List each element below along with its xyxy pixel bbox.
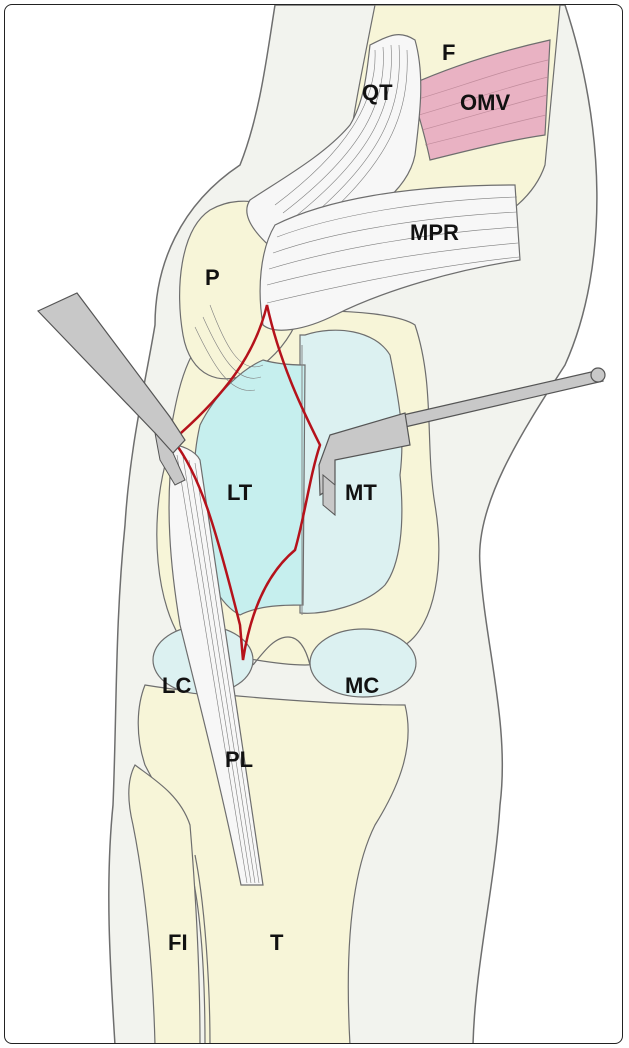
label-pl: PL xyxy=(225,747,253,772)
medial-trochlea xyxy=(300,330,402,613)
label-f: F xyxy=(442,40,455,65)
illustration-frame: F QT OMV MPR P LT MT LC MC PL FI T xyxy=(4,4,623,1044)
label-mt: MT xyxy=(345,480,377,505)
label-lc: LC xyxy=(162,673,191,698)
label-t: T xyxy=(270,930,284,955)
label-mpr: MPR xyxy=(410,220,459,245)
label-mc: MC xyxy=(345,673,379,698)
label-lt: LT xyxy=(227,480,253,505)
label-omv: OMV xyxy=(460,90,510,115)
medial-retractor-knob xyxy=(591,368,605,382)
label-qt: QT xyxy=(362,80,393,105)
label-fi: FI xyxy=(168,930,188,955)
label-p: P xyxy=(205,265,220,290)
knee-anatomy-illustration: F QT OMV MPR P LT MT LC MC PL FI T xyxy=(5,5,623,1044)
